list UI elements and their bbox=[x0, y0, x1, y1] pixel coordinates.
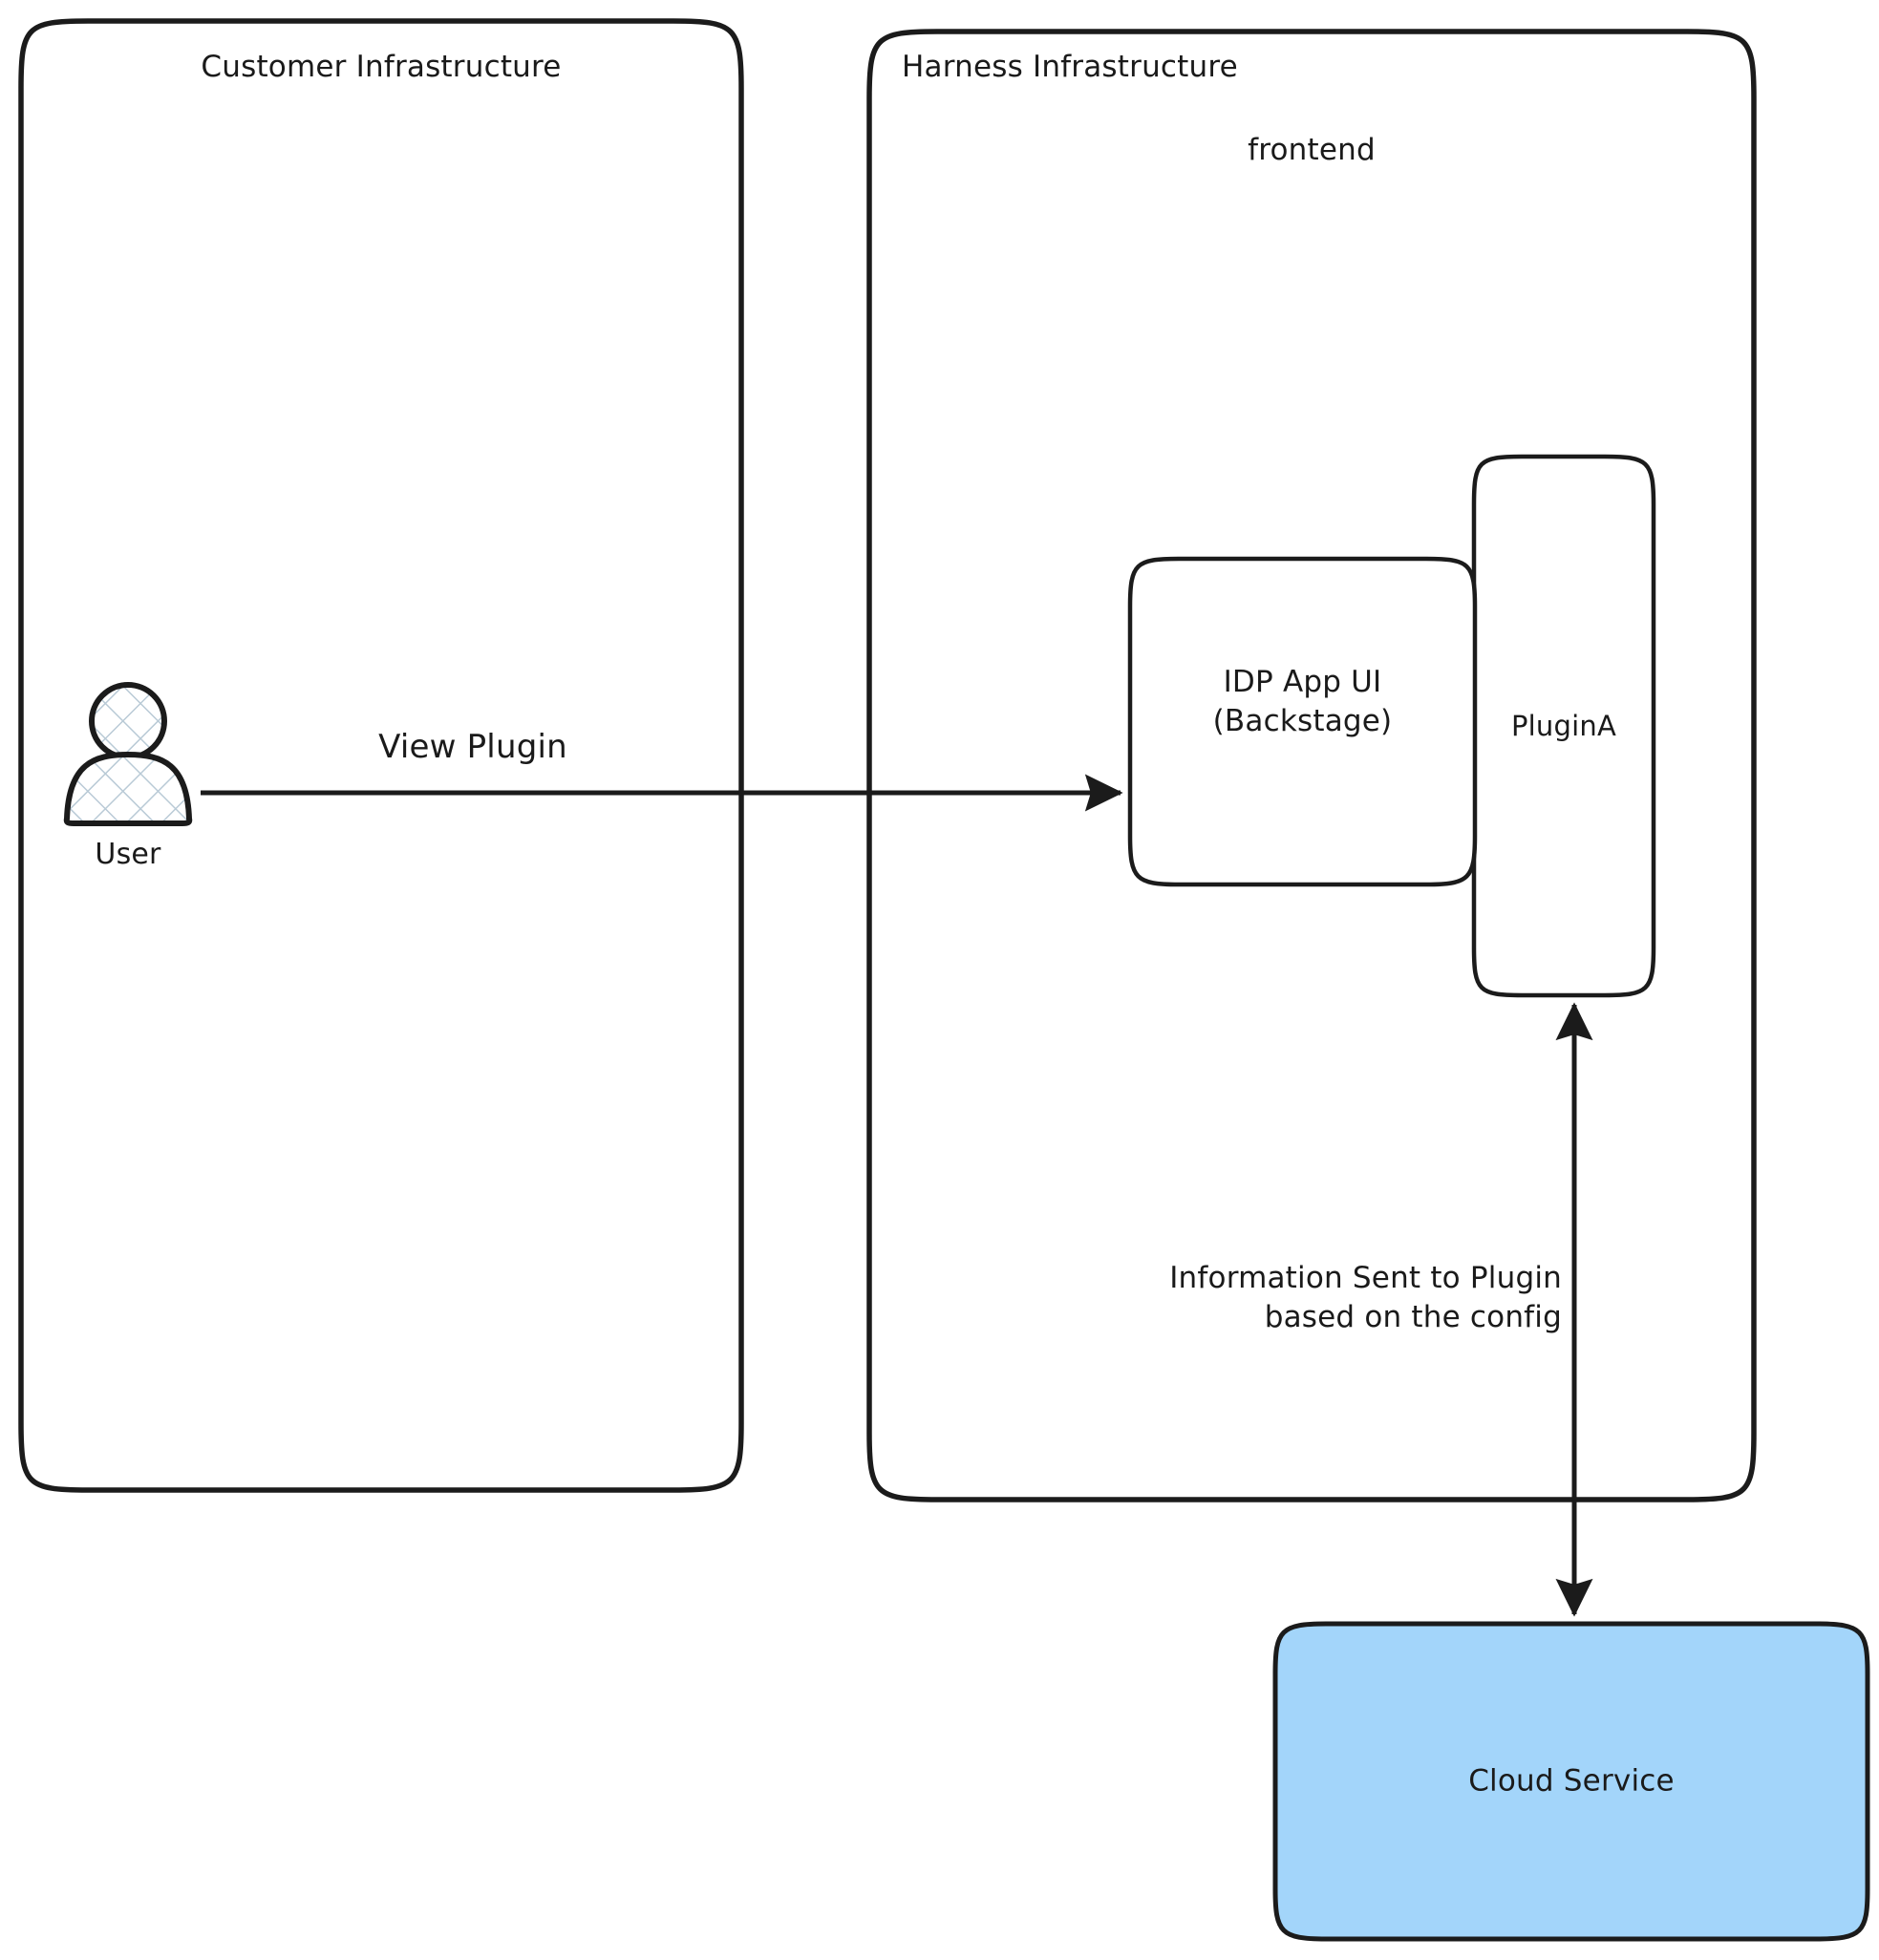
node-label-user: User bbox=[95, 838, 161, 871]
node-label-cloud-service: Cloud Service bbox=[1468, 1763, 1675, 1799]
container-title-customer-infrastructure: Customer Infrastructure bbox=[201, 50, 562, 84]
container-customer-infrastructure bbox=[18, 18, 744, 1493]
edge-label-information-sent-to-plugin: Information Sent to Plugin based on the … bbox=[1169, 1261, 1562, 1334]
node-label-idp-app-ui: IDP App UI (Backstage) bbox=[1212, 665, 1393, 738]
edge-label-view-plugin: View Plugin bbox=[378, 728, 567, 766]
node-cloud-service-shape[interactable] bbox=[1272, 1621, 1870, 1942]
node-idp-app-ui-shape[interactable] bbox=[1127, 556, 1478, 887]
group-title-frontend: frontend bbox=[1248, 133, 1376, 167]
user-actor-icon bbox=[63, 682, 193, 826]
node-plugin-a-shape[interactable] bbox=[1471, 454, 1656, 998]
container-title-harness-infrastructure: Harness Infrastructure bbox=[902, 50, 1238, 84]
node-label-plugin-a: PluginA bbox=[1510, 709, 1616, 742]
